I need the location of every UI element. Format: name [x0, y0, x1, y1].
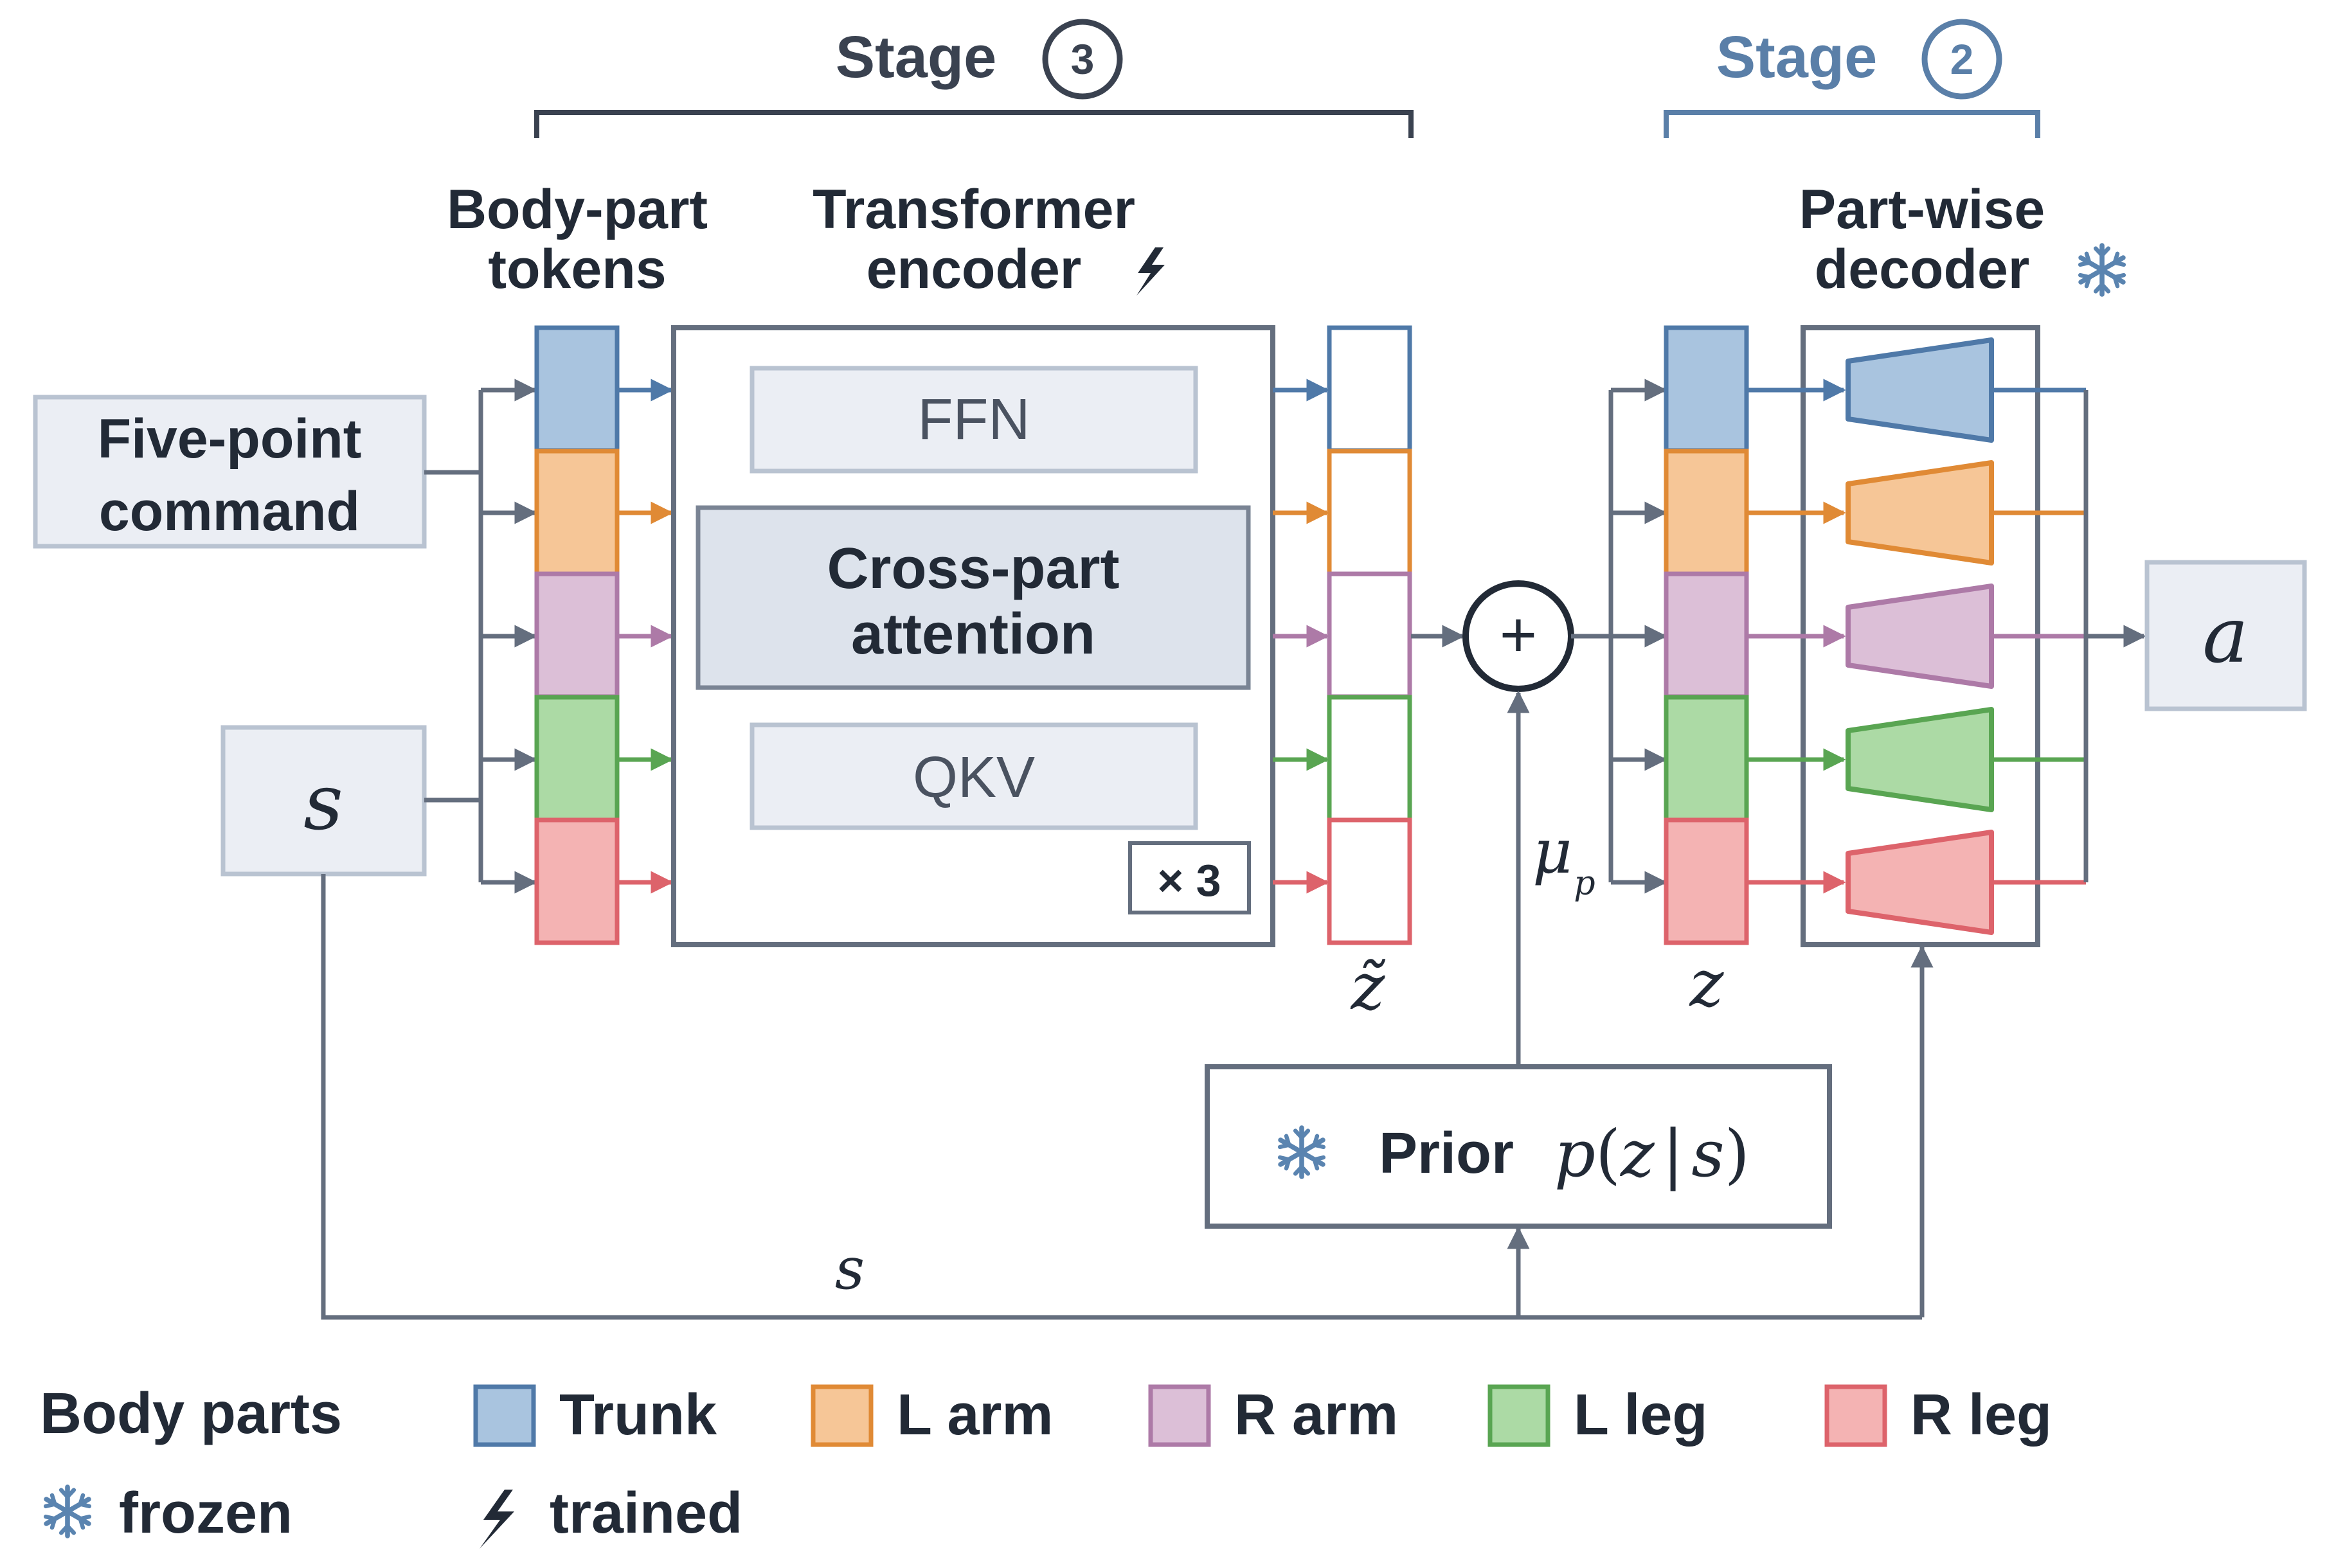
sum-to-decoder-connectors — [1571, 379, 1667, 894]
stage-3-number: 3 — [1071, 35, 1095, 83]
token-r-leg — [534, 817, 620, 945]
z-token-l-leg — [1664, 695, 1749, 823]
action-label: a — [2202, 591, 2249, 681]
qkv-label: QKV — [913, 745, 1035, 810]
attention-label-line2: attention — [851, 602, 1095, 666]
z-token-l-arm — [1664, 449, 1749, 576]
state-bus — [321, 874, 1934, 1320]
latent-tokens-z — [1664, 325, 1749, 945]
stage-2-badge — [1921, 19, 2002, 100]
z-token-trunk — [1664, 325, 1749, 453]
stage-2-number: 2 — [1950, 35, 1974, 83]
legend-label-l-arm: L arm — [897, 1383, 1053, 1447]
legend-label-l-leg: L leg — [1574, 1383, 1707, 1447]
token-to-encoder-arrows — [617, 379, 674, 894]
qkv-block — [750, 722, 1198, 830]
token-l-arm — [534, 449, 620, 576]
stage-3-header: Stage 3 — [534, 19, 1414, 138]
repeat-label: × 3 — [1157, 855, 1221, 905]
prior-p: p — [1554, 1116, 1595, 1191]
input-connectors — [424, 379, 537, 894]
snowflake-icon — [1277, 1125, 1326, 1179]
decoder-header-line1: Part-wise — [1799, 179, 2045, 240]
state-bus-label: s — [835, 1235, 865, 1303]
legend-trained-label: trained — [550, 1481, 742, 1546]
legend-swatch-l-arm — [811, 1384, 874, 1447]
legend-label-trunk: Trunk — [559, 1383, 717, 1447]
lightning-icon — [480, 1490, 514, 1549]
decoder-output-lines — [1991, 388, 2086, 885]
cross-part-attention-block — [696, 505, 1251, 690]
attention-label-line1: Cross-part — [827, 537, 1119, 601]
z-tilde-token-trunk — [1327, 325, 1412, 453]
ffn-block — [750, 366, 1198, 474]
ffn-label: FFN — [918, 388, 1030, 452]
decoder-head-r-leg — [1846, 830, 1994, 935]
decoder-head-l-arm — [1846, 460, 1994, 566]
lightning-icon — [1137, 247, 1165, 296]
encoded-tokens-z-tilde — [1327, 325, 1412, 945]
tokens-header-line1: Body-part — [447, 179, 708, 240]
legend-frozen-label: frozen — [119, 1481, 292, 1546]
decoder-head-l-leg — [1846, 707, 1994, 812]
legend-swatch-l-leg — [1487, 1384, 1550, 1447]
repeat-badge — [1128, 841, 1251, 914]
decoder-head-trunk — [1846, 337, 1994, 443]
legend-label-r-arm: R arm — [1234, 1383, 1398, 1447]
legend-swatch-r-arm — [1148, 1384, 1211, 1447]
plus-symbol: + — [1500, 599, 1537, 671]
z-token-r-arm — [1664, 571, 1749, 699]
snowflake-icon — [43, 1484, 92, 1538]
z-token-r-leg — [1664, 817, 1749, 945]
prior-z: z — [1620, 1116, 1655, 1191]
z-tilde-token-r-leg — [1327, 817, 1412, 945]
prior-formula: p(z|s) — [1554, 1116, 1750, 1191]
token-trunk — [534, 325, 620, 453]
prior-close: ) — [1725, 1116, 1750, 1191]
legend-items: Trunk L arm R arm L leg R leg — [473, 1383, 2052, 1447]
encoder-output-arrows — [1273, 379, 1329, 894]
prior-bar: | — [1662, 1116, 1684, 1191]
prior-label: Prior — [1379, 1121, 1514, 1186]
tokens-header-line2: tokens — [488, 238, 666, 300]
mu-label: μ — [1532, 817, 1572, 887]
stage-3-badge — [1042, 19, 1123, 100]
prior-open: ( — [1595, 1116, 1621, 1191]
encoder-header-line1: Transformer — [813, 179, 1135, 240]
stage-2-header: Stage 2 — [1664, 19, 2040, 138]
mu-subscript: p — [1574, 864, 1595, 903]
command-label-line1: Five-point — [98, 408, 362, 470]
body-part-tokens — [534, 325, 620, 945]
z-tilde-token-l-arm — [1327, 449, 1412, 576]
legend-swatch-r-leg — [1824, 1384, 1887, 1447]
z-tilde-token-l-leg — [1327, 695, 1412, 823]
decoder-head-r-arm — [1846, 584, 1994, 689]
stage-3-bracket — [534, 110, 1414, 138]
state-input-label: s — [303, 758, 343, 848]
snowflake-icon — [2078, 243, 2126, 297]
encoder-header-line2: encoder — [867, 238, 1082, 300]
command-input-box — [33, 395, 427, 549]
prior-s: s — [1691, 1116, 1724, 1191]
token-r-arm — [534, 571, 620, 699]
decoder-header-line2: decoder — [1815, 238, 2030, 300]
action-output-box — [2144, 560, 2307, 711]
legend: Body parts Trunk L arm R arm L leg R leg fro… — [40, 1382, 2052, 1549]
decoder-heads — [1747, 337, 1994, 935]
stage-2-bracket — [1664, 110, 2040, 138]
z-tilde-token-r-arm — [1327, 571, 1412, 699]
z-label: z — [1689, 946, 1725, 1021]
legend-swatch-trunk — [473, 1384, 536, 1447]
legend-title: Body parts — [40, 1382, 342, 1446]
legend-label-r-leg: R leg — [1910, 1383, 2052, 1447]
stage-3-label: Stage — [836, 24, 997, 90]
stage-2-label: Stage — [1716, 24, 1878, 90]
token-l-leg — [534, 695, 620, 823]
command-label-line2: command — [99, 481, 360, 542]
z-tilde-label: z̃ — [1351, 949, 1386, 1024]
